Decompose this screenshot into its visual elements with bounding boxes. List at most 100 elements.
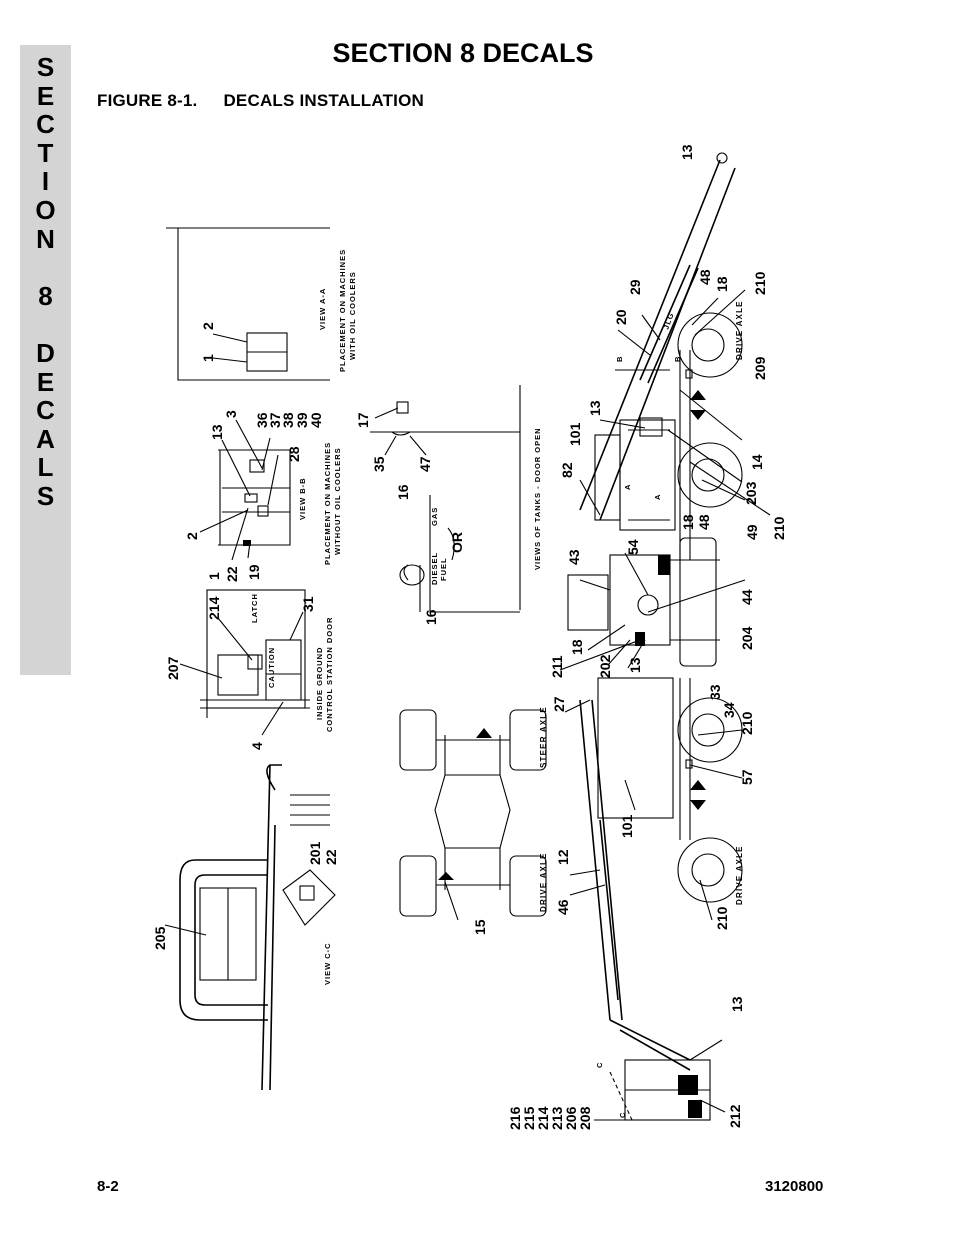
view-aa: VIEW A-A PLACEMENT ON MACHINES WITH OIL … (166, 227, 357, 381)
callout: 101 (619, 814, 635, 838)
callout: 18 (680, 514, 696, 530)
section-title-text: SECTION 8 DECALS (332, 38, 594, 68)
callout: 3 (223, 410, 239, 418)
callout: 49 (744, 524, 760, 540)
or-label: OR (449, 532, 465, 553)
callout: 33 (707, 684, 723, 700)
side-tab-letter: S (36, 52, 55, 82)
view-aa-title: VIEW A-A (318, 288, 327, 330)
gas-label: GAS (430, 507, 439, 526)
callout: 13 (209, 424, 225, 440)
callout: 20 (613, 309, 629, 325)
callout: 36 (254, 412, 270, 428)
side-tab-letter: N (36, 223, 55, 254)
callout: 209 (752, 356, 768, 380)
callout: 211 (549, 655, 565, 678)
view-aa-caption-1: PLACEMENT ON MACHINES (338, 249, 347, 372)
callout: 2 (200, 322, 216, 330)
side-tab-letter: E (36, 80, 55, 111)
callout: 27 (551, 696, 567, 712)
diesel-label-2: FUEL (439, 557, 448, 581)
side-tab-letter: I (41, 166, 50, 197)
callout: 17 (355, 412, 371, 428)
section-mark-b: B (615, 356, 624, 362)
callout: 46 (555, 899, 571, 915)
callout: 12 (555, 849, 571, 865)
callout: 101 (567, 422, 583, 446)
callout: 1 (200, 354, 216, 362)
callout: 82 (559, 462, 575, 478)
side-tab-letters: S E C T I O N 8 D E C A L S (20, 53, 71, 511)
callout: 57 (739, 769, 755, 785)
callout: 29 (627, 279, 643, 295)
callout: 13 (627, 657, 643, 673)
callout: 47 (417, 456, 433, 472)
callout: 206 (563, 1106, 579, 1130)
diesel-label-1: DIESEL (430, 552, 439, 585)
callout: 44 (739, 589, 755, 605)
callout: 48 (696, 514, 712, 530)
callout: 43 (566, 549, 582, 565)
side-tab-letter: C (36, 395, 55, 426)
callout: 35 (371, 456, 387, 472)
callout: 18 (569, 639, 585, 655)
view-bb-caption-1: PLACEMENT ON MACHINES (323, 442, 332, 565)
tanks-caption: VIEWS OF TANKS - DOOR OPEN (533, 427, 542, 570)
callout: 18 (714, 276, 730, 292)
figure-number: FIGURE 8-1. (97, 91, 198, 110)
chassis-drive-axle-label: DRIVE AXLE (539, 852, 548, 912)
side-tab-letter: S (36, 480, 55, 511)
tanks-view: DIESEL FUEL GAS OR VIEWS OF TANKS - DOOR… (355, 385, 542, 625)
section-mark-c: C (618, 1112, 627, 1118)
callout: 215 (521, 1106, 537, 1130)
callout: 54 (625, 539, 641, 555)
callout: 31 (300, 596, 316, 612)
callout: 37 (267, 412, 283, 428)
callout: 204 (739, 626, 755, 650)
callout: 207 (165, 656, 181, 680)
callout: 2 (184, 532, 200, 540)
callout: 13 (679, 144, 695, 160)
side-tab-letter: T (37, 137, 54, 168)
callout: 213 (549, 1106, 565, 1130)
callout: 203 (743, 481, 759, 505)
section-side-tab: S E C T I O N 8 D E C A L S (20, 45, 71, 675)
ground-control-caption-1: INSIDE GROUND (315, 647, 324, 720)
callout: 1 (206, 572, 222, 580)
view-cc: 205 201 22 VIEW C-C (152, 764, 339, 1091)
side-tab-letter: E (36, 366, 55, 397)
callout: 15 (472, 919, 488, 935)
section-mark-c: C (595, 1062, 604, 1068)
side-tab-letter: A (36, 423, 55, 454)
view-aa-caption-2: WITH OIL COOLERS (348, 271, 357, 360)
side-tab-letter (20, 310, 71, 339)
callout: 39 (294, 412, 310, 428)
callout: 16 (423, 609, 439, 625)
side-tab-letter: C (36, 109, 55, 140)
callout: 19 (246, 564, 262, 580)
caution-label: CAUTION (267, 647, 276, 688)
view-cc-title: VIEW C-C (323, 942, 332, 985)
section-mark-a: A (623, 484, 632, 490)
callout: 34 (721, 702, 737, 718)
view-bb-caption-2: WITHOUT OIL COOLERS (333, 447, 342, 555)
figure-title: FIGURE 8-1.DECALS INSTALLATION (97, 91, 424, 111)
chassis-steer-axle-label: STEER AXLE (539, 706, 548, 768)
section-mark-a: A (653, 494, 662, 500)
side-tab-letter: D (36, 337, 55, 368)
callout: 4 (249, 742, 265, 750)
callout: 28 (286, 446, 302, 462)
callout: 201 (307, 841, 323, 865)
machine-side-views: JLG DRIVE AXLE B B A A (507, 144, 787, 1130)
callout: 40 (308, 412, 324, 428)
callout: 16 (395, 484, 411, 500)
callout: 38 (280, 412, 296, 428)
view-bb-title: VIEW B-B (298, 477, 307, 520)
callout: 205 (152, 926, 168, 950)
decals-installation-diagram: VIEW A-A PLACEMENT ON MACHINES WITH OIL … (152, 144, 787, 1130)
callout: 210 (752, 271, 768, 295)
callout: 212 (727, 1104, 743, 1128)
callout: 208 (577, 1106, 593, 1130)
page-number: 8-2 (97, 1178, 119, 1195)
view-bb: VIEW B-B PLACEMENT ON MACHINES WITHOUT O… (184, 410, 342, 582)
